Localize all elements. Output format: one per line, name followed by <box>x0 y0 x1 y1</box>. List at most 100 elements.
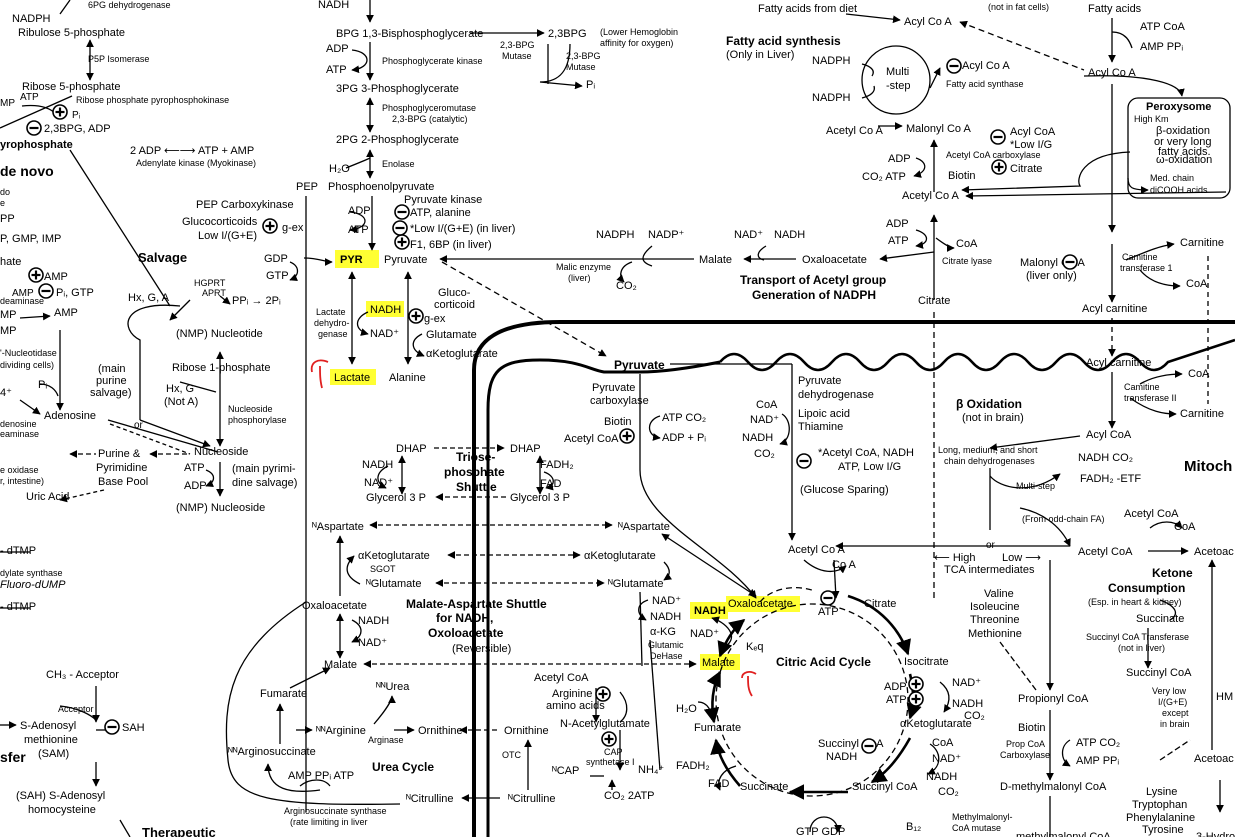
label-methionine: Methionine <box>968 628 1022 640</box>
label-very-low3: except <box>1162 708 1189 718</box>
red-annotation-marks <box>310 359 757 697</box>
label-pc2: carboxylase <box>590 395 649 407</box>
label-valine: Valine <box>984 588 1014 600</box>
label-acetyl-coa-tca: Acetyl Co A <box>788 544 846 556</box>
label-low-ige-1: Low I/(G+E) <box>198 230 257 242</box>
label-nadplus-top: NAD⁺ <box>734 229 763 241</box>
label-coa-pdh: CoA <box>756 399 778 411</box>
label-dmm-coa: D-methylmalonyl CoA <box>1000 781 1107 793</box>
label-akg-tca: αKetoglutarate <box>900 718 972 730</box>
label-main-purine3: salvage) <box>90 387 132 399</box>
label-pgk: Phosphoglycerate kinase <box>382 56 483 66</box>
label-akg-r: α-KG <box>650 626 676 638</box>
label-fumarate-left: Fumarate <box>260 688 307 700</box>
label-nag: N-Acetylglutamate <box>560 718 650 730</box>
label-malonyl-liver2: (liver only) <box>1026 270 1077 282</box>
label-amp-ppi-pcc: AMP PPᵢ <box>1076 755 1119 767</box>
label-acyl-carnitine-1: Acyl carnitine <box>1082 303 1147 315</box>
label-acetyl-coa-fas: Acetyl Co A <box>826 125 884 137</box>
label-lower-hb2: affinity for oxygen) <box>600 38 673 48</box>
label-nuc-phos1: Nucleoside <box>228 404 273 414</box>
label-acetyl-coa-ket: Acetyl CoA <box>1124 508 1179 520</box>
label-pdh-inh2: ATP, Low I/G <box>838 461 901 473</box>
label-co2-me: CO₂ <box>616 280 637 292</box>
highlight-nadh-ldh <box>366 301 404 317</box>
label-ct1b: transferase 1 <box>1120 263 1173 273</box>
label-bpgmut2a: 2,3-BPG <box>566 51 601 61</box>
label-triose1: Triose- <box>456 450 495 464</box>
regulation-markers <box>26 58 1078 754</box>
label-fad-tca: FAD <box>708 778 729 790</box>
label-lactate-dh3: genase <box>318 329 348 339</box>
label-b12: B₁₂ <box>906 821 921 833</box>
label-co2-idh: CO₂ <box>964 710 985 722</box>
label-nadh-top2: NADH <box>318 0 349 11</box>
label-not-a: (Not A) <box>164 396 198 408</box>
label-co2-2atp: CO₂ 2ATP <box>604 790 655 802</box>
label-ppbp3: Base Pool <box>98 476 148 488</box>
highlight-nadh-oaa <box>690 602 728 619</box>
label-fadh2-etf: FADH₂ -ETF <box>1080 473 1141 485</box>
label-nadplus-pdh: NAD⁺ <box>750 414 779 426</box>
label-uric-acid: Uric Acid <box>26 491 69 503</box>
label-g3p-1: Glycerol 3 P <box>366 492 426 504</box>
label-propionyl: Propionyl CoA <box>1018 693 1089 705</box>
label-salvage: Salvage <box>138 250 187 265</box>
label-ppbp2: Pyrimidine <box>96 462 147 474</box>
label-citrate-lyase: Citrate lyase <box>942 256 992 266</box>
label-coa-akg: CoA <box>932 737 954 749</box>
label-thiamine: Thiamine <box>798 421 843 433</box>
label-asp-1: ᴺAspartate <box>312 521 364 533</box>
label-akg-3: αKetoglutarate <box>584 550 656 562</box>
label-23bpg-top: 2,3BPG <box>548 28 587 40</box>
label-hate: hate <box>0 256 21 268</box>
label-pcc2: Carboxylase <box>1000 750 1050 760</box>
label-sah2: homocysteine <box>28 804 96 816</box>
label-pyruvate-mito: Pyruvate <box>614 358 665 372</box>
label-ppi-2pi: PPᵢ → 2Pᵢ <box>232 295 281 307</box>
label-acetyl-coa-3: Acetyl Co A <box>902 190 960 202</box>
label-atp-co2-pcc: ATP CO₂ <box>1076 737 1120 749</box>
label-or-left: or <box>134 420 144 431</box>
label-nadph-me: NADPH <box>596 229 635 241</box>
label-pcc1: Prop CoA <box>1006 739 1045 749</box>
label-tryptophan: Tryptophan <box>1132 799 1187 811</box>
label-pyruvate-cyto: Pyruvate <box>384 254 427 266</box>
label-intestine: r, intestine) <box>0 476 44 486</box>
label-nucleoside: Nucleoside <box>194 446 248 458</box>
label-h2o-enolase: H₂O <box>329 163 350 175</box>
label-main-pyrim1: (main pyrimi- <box>232 463 296 475</box>
label-nmp-nucleoside: (NMP) Nucleoside <box>176 502 265 514</box>
label-g3p-2: Glycerol 3 P <box>510 492 570 504</box>
label-fumarate-tca: Fumarate <box>694 722 741 734</box>
label-ct1a: Camitine <box>1122 252 1158 262</box>
label-mp3: MP <box>0 325 17 337</box>
label-ornithine-1: Ornithine <box>418 725 463 737</box>
label-peroxisome: Peroxysome <box>1146 101 1211 113</box>
label-succinyl-ket: Succinyl CoA <box>1126 667 1192 679</box>
label-glucocorticoids: Glucocorticoids <box>182 216 258 228</box>
highlight-pyr <box>335 250 379 268</box>
label-arginine: ᴺᴺArginine <box>316 725 366 737</box>
activator-plus-icon-r5p <box>52 104 68 120</box>
inhibitor-minus-icon-cs <box>820 590 836 606</box>
label-mmcoa-mut2: CoA mutase <box>952 823 1001 833</box>
label-mp: MP <box>0 98 15 109</box>
label-glu-3: ᴺGlutamate <box>608 578 663 590</box>
label-nadplus-mas: NAD⁺ <box>358 637 387 649</box>
label-atp-cs: ATP <box>818 606 839 618</box>
label-scoa-trans: Succinyl CoA Transferase <box>1086 632 1189 642</box>
label-main-purine1: (main <box>98 363 126 375</box>
label-succinate-ket: Succinate <box>1136 613 1184 625</box>
label-gluco1: Gluco- <box>438 287 471 299</box>
label-bpg: BPG 1,3-Bisphosphoglycerate <box>336 28 483 40</box>
label-acetoac-2: Acetoac <box>1194 753 1234 765</box>
label-mas2: for NADH, <box>436 611 493 625</box>
label-acyl-coa-beta: Acyl CoA <box>1086 429 1132 441</box>
label-adenosine: Adenosine <box>44 410 96 422</box>
label-mas3: Oxoloacetate <box>428 626 504 640</box>
label-biotin-pcc: Biotin <box>1018 722 1046 734</box>
label-lysine: Lysine <box>1146 786 1177 798</box>
label-citrulline-2: ᴺCitrulline <box>508 793 556 805</box>
